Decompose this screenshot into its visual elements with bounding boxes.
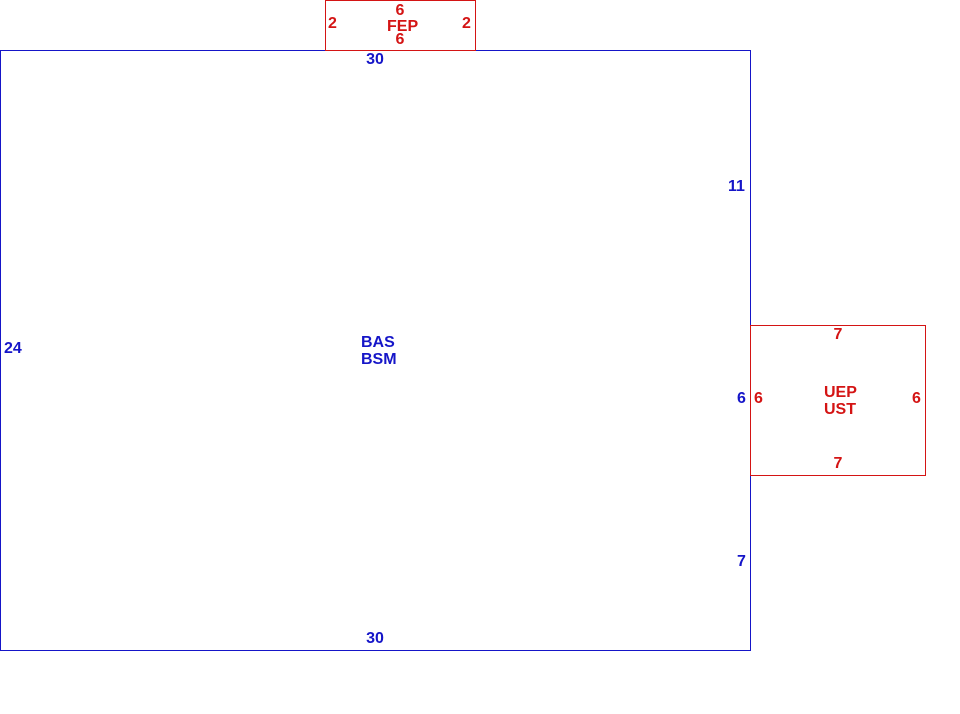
front-area-outline <box>325 0 476 51</box>
main-area-code-1: BAS <box>361 334 395 351</box>
main-dim-right-lower: 7 <box>737 553 746 570</box>
front-dim-right: 2 <box>462 15 471 32</box>
side-dim-bottom: 7 <box>833 455 843 472</box>
main-dim-left: 24 <box>4 340 22 357</box>
main-dim-right-upper: 11 <box>728 178 745 195</box>
side-dim-top: 7 <box>833 326 843 343</box>
side-area-outline <box>750 325 926 476</box>
front-dim-top: 6 <box>395 2 405 19</box>
side-dim-right: 6 <box>912 390 921 407</box>
main-dim-bottom: 30 <box>366 630 384 647</box>
front-dim-bottom: 6 <box>395 31 405 48</box>
front-area-code: FEP <box>387 18 419 35</box>
main-dim-top: 30 <box>366 51 384 68</box>
side-area-code-1: UEP <box>824 384 857 401</box>
side-area-code-2: UST <box>824 401 856 418</box>
main-area-code-2: BSM <box>361 351 397 368</box>
front-dim-left: 2 <box>328 15 337 32</box>
side-dim-left: 6 <box>754 390 763 407</box>
main-dim-right-middle: 6 <box>737 390 746 407</box>
